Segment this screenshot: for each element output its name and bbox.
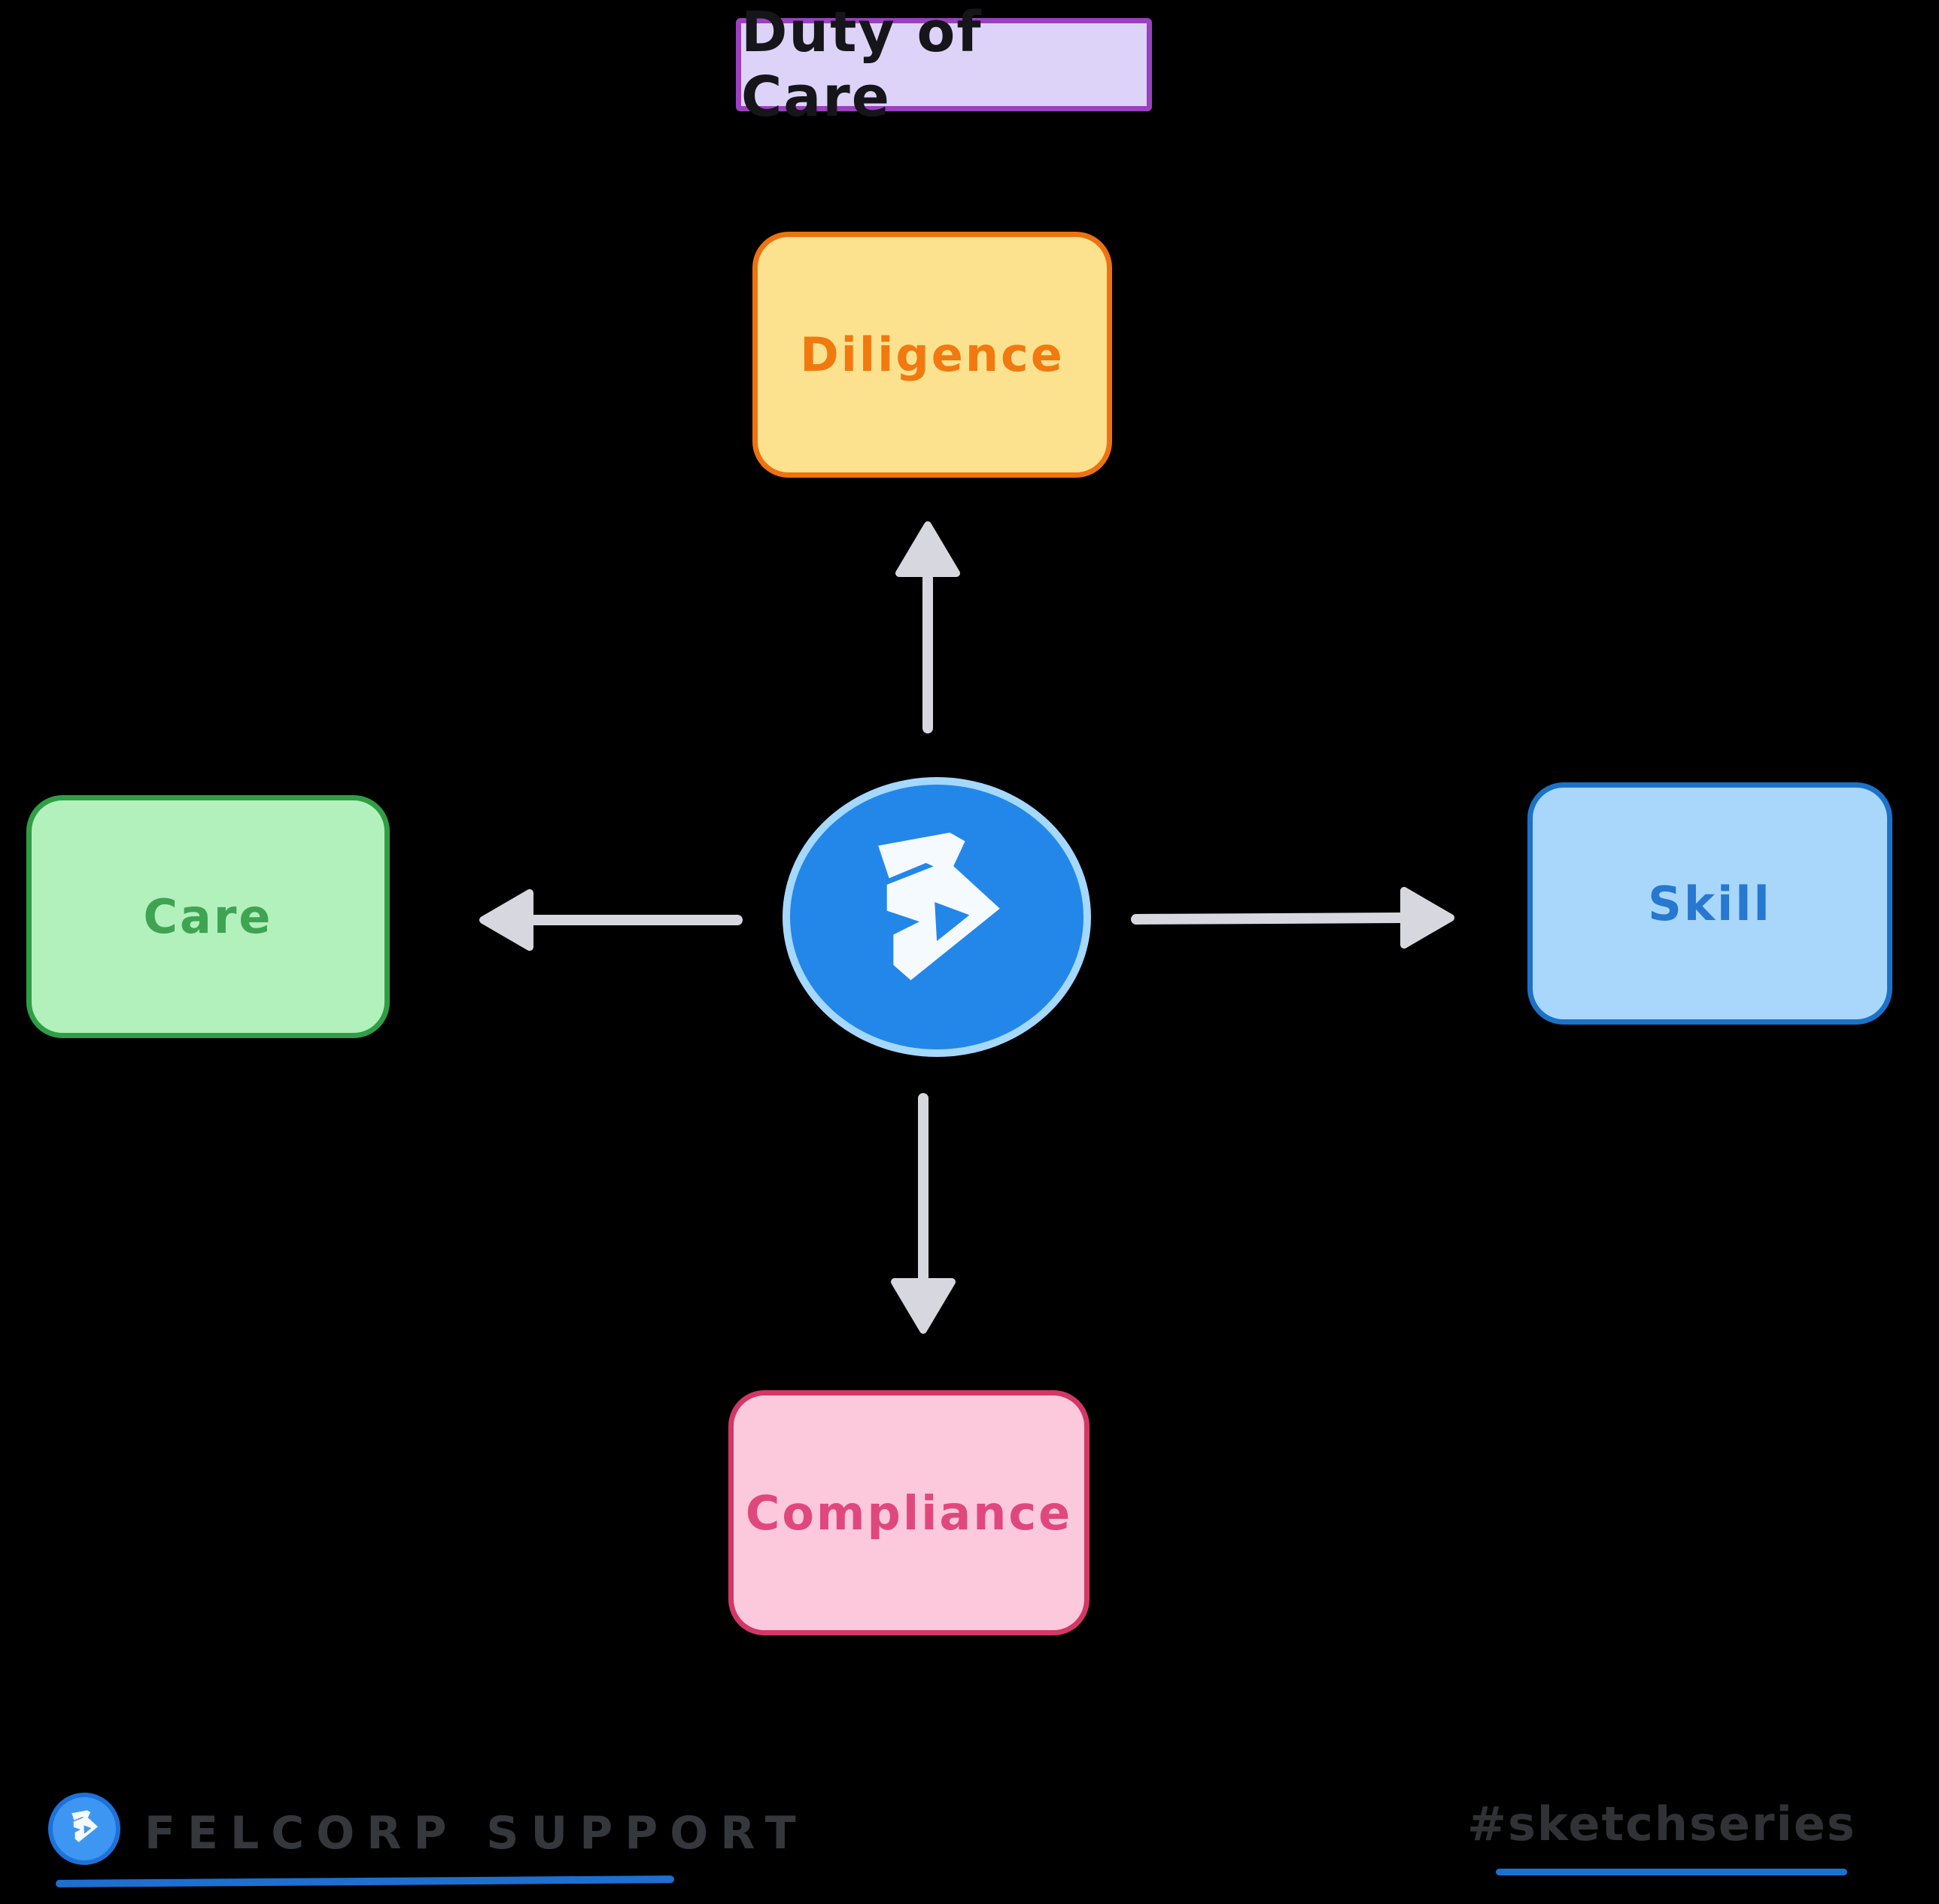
arrow-right-icon [1131,887,1454,949]
hashtag-underline-decoration [1496,1869,1847,1875]
brand-underline-decoration [55,1875,675,1887]
node-compliance: Compliance [728,1390,1090,1635]
hub-circle [783,777,1091,1057]
diagram-title: Duty of Care [736,0,1152,129]
node-diligence-label: Diligence [800,327,1065,382]
brand-name: FELCORP SUPPORT [144,1807,808,1860]
hashtag-label: #sketchseries [1467,1796,1856,1851]
node-care: Care [26,795,390,1038]
node-compliance-label: Compliance [745,1485,1073,1541]
diagram-title-label: Duty of Care [741,0,983,129]
felcorp-logo-icon [71,1810,99,1843]
node-care-label: Care [143,889,273,944]
arrow-up-icon [895,521,960,733]
felcorp-logo-icon [878,832,1000,980]
node-skill-label: Skill [1648,876,1772,931]
arrow-down-icon [891,1093,956,1334]
node-skill: Skill [1527,782,1892,1025]
node-diligence: Diligence [752,232,1112,478]
arrow-left-icon [479,889,743,951]
brand-logo [48,1793,120,1865]
